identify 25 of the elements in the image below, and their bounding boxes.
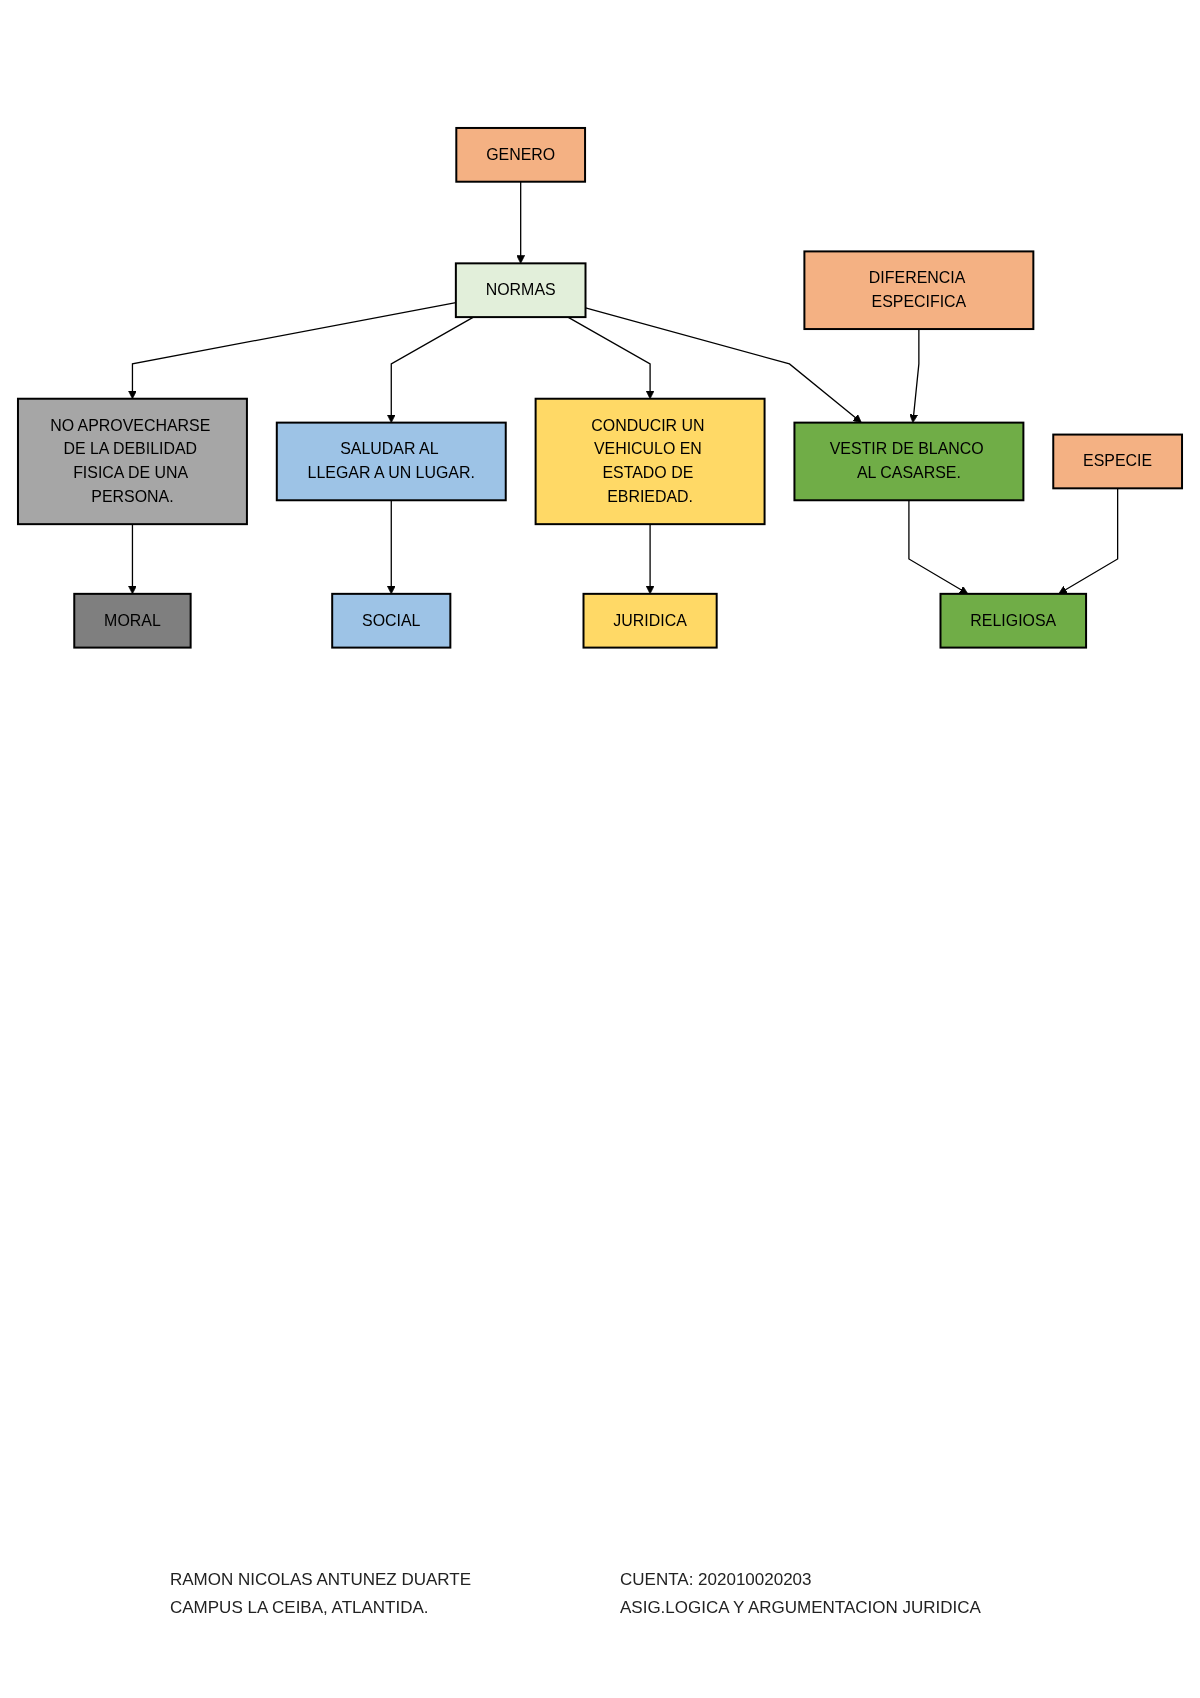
arrow	[386, 316, 475, 423]
arrow	[1058, 487, 1119, 595]
arrow	[909, 328, 920, 423]
arrow	[645, 523, 655, 595]
node-box: VESTIR DE BLANCO AL CASARSE.	[793, 421, 1025, 502]
footer-text: CAMPUS LA CEIBA, ATLANTIDA.	[170, 1598, 430, 1618]
node-box: RELIGIOSA	[939, 592, 1088, 649]
node-box: NORMAS	[454, 262, 587, 319]
arrow	[128, 523, 137, 595]
arrow	[567, 316, 655, 400]
node-box: SALUDAR AL LLEGAR A UN LUGAR.	[275, 421, 507, 502]
node-box: ESPECIE	[1052, 433, 1184, 490]
node-box: CONDUCIR UN VEHICULO EN ESTADO DE EBRIEDAD.	[534, 397, 766, 526]
node-box: NO APROVECHARSE DE LA DEBILIDAD FISICA DE UNA PERSONA.	[16, 397, 248, 526]
arrow	[516, 181, 526, 264]
node-box: DIFERENCIA ESPECIFICA	[803, 250, 1035, 331]
arrow	[386, 499, 396, 595]
node-box: SOCIAL	[331, 592, 452, 649]
node-box: MORAL	[73, 592, 192, 649]
footer-text: ASIG.LOGICA Y ARGUMENTACION JURIDICA	[620, 1598, 982, 1618]
footer-text: RAMON NICOLAS ANTUNEZ DUARTE	[170, 1570, 472, 1590]
node-box: JURIDICA	[582, 592, 718, 649]
node-box: GENERO	[455, 126, 587, 183]
arrow	[908, 499, 969, 595]
footer-text: CUENTA: 202010020203	[620, 1570, 813, 1590]
